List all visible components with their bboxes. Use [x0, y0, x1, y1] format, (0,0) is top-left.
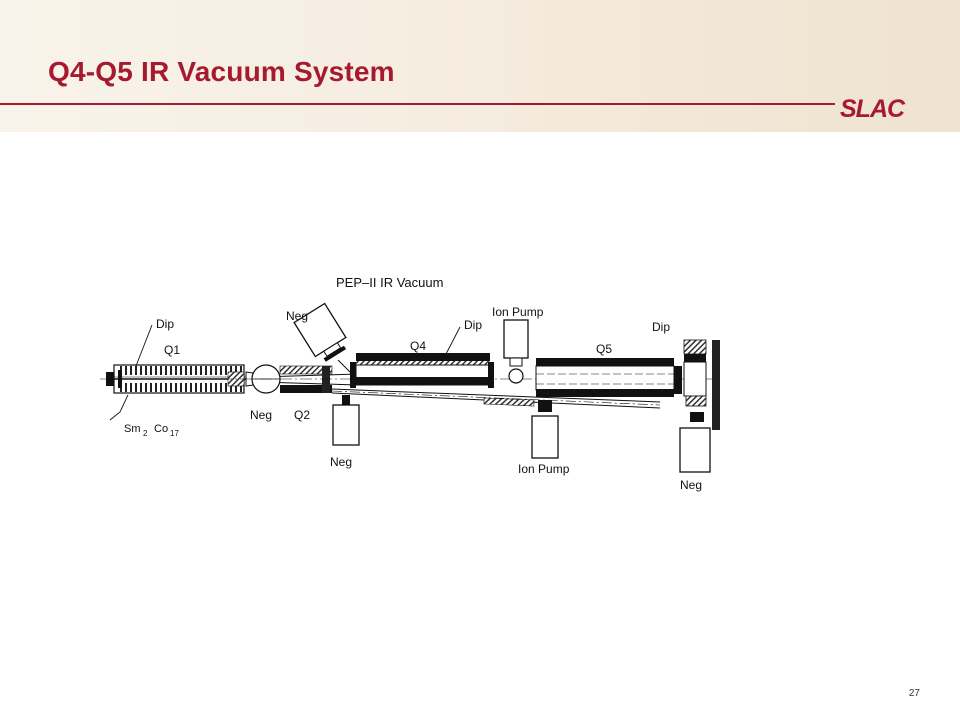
- dip-right-label: Dip: [652, 320, 670, 334]
- ion-pump-bottom-label: Ion Pump: [518, 462, 570, 476]
- svg-text:Co: Co: [154, 423, 168, 435]
- header-band: [0, 0, 960, 132]
- title-underline: [0, 103, 835, 105]
- svg-text:2: 2: [143, 429, 148, 438]
- slac-logo-text: SLAC: [840, 95, 906, 122]
- neg-bottom-pump: [332, 395, 360, 446]
- slac-logo: SLAC: [840, 95, 907, 122]
- svg-text:17: 17: [170, 429, 179, 438]
- sm-co-label: Sm 2 Co 17: [124, 423, 179, 438]
- neg-right-label: Neg: [680, 478, 702, 492]
- dip-q4-label: Dip: [464, 318, 482, 332]
- neg-bottom-label: Neg: [330, 455, 352, 469]
- ion-pump-top-label: Ion Pump: [492, 305, 544, 319]
- neg-top-pump: [293, 302, 351, 373]
- q2-magnet: [279, 365, 333, 393]
- q4-magnet: [350, 353, 494, 388]
- q1-label: Q1: [164, 343, 180, 357]
- right-end-assembly: [674, 339, 720, 473]
- q5-magnet: [535, 358, 675, 397]
- slide-title: Q4-Q5 IR Vacuum System: [48, 56, 395, 87]
- dip-q1-leader: [135, 324, 153, 367]
- neg-left-label: Neg: [250, 408, 272, 422]
- dip-q4-leader: [445, 326, 461, 355]
- pep-ii-ir-vacuum-diagram: PEP–II IR Vacuum Dip Q1 Sm 2 Co 17 Neg Q…: [100, 275, 720, 492]
- ion-pump-bottom: [531, 400, 559, 459]
- ion-pump-top: [503, 319, 529, 384]
- sm-co-leader: [109, 394, 129, 421]
- q4-label: Q4: [410, 339, 426, 353]
- lower-beam-pipe: [331, 388, 661, 409]
- slide-number: 27: [908, 688, 920, 699]
- dip-q1-label: Dip: [156, 317, 174, 331]
- q5-label: Q5: [596, 342, 612, 356]
- svg-text:Sm: Sm: [124, 423, 141, 435]
- diagram-title: PEP–II IR Vacuum: [336, 275, 443, 290]
- q2-label: Q2: [294, 408, 310, 422]
- neg-top-label: Neg: [286, 309, 308, 323]
